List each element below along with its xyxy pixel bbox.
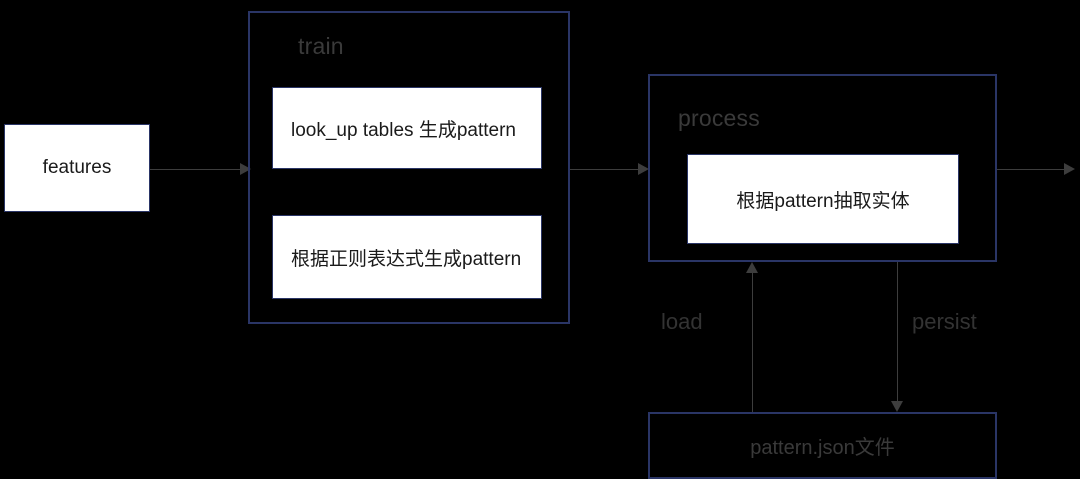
node-pattern-json-file-label: pattern.json文件	[750, 437, 895, 459]
edge-persist-arrowhead	[891, 401, 903, 412]
edge-train-to-process-line	[570, 169, 640, 170]
node-features[interactable]: features	[4, 124, 150, 212]
edge-load-arrowhead	[746, 262, 758, 273]
node-features-label: features	[42, 157, 112, 178]
node-pattern-json-file[interactable]: pattern.json文件	[648, 412, 997, 479]
edge-persist-line	[897, 262, 898, 402]
edge-train-to-process-arrowhead	[638, 163, 649, 175]
node-extract-entity-label: 根据pattern抽取实体	[736, 190, 910, 212]
node-extract-entity[interactable]: 根据pattern抽取实体	[687, 154, 959, 244]
edge-features-to-train-line	[150, 169, 242, 170]
node-lookup-tables[interactable]: look_up tables 生成pattern	[272, 87, 542, 169]
group-process[interactable]: process 根据pattern抽取实体	[648, 74, 997, 262]
edge-process-to-output-line	[997, 169, 1067, 170]
edge-process-to-output-arrowhead	[1064, 163, 1075, 175]
edge-load-line	[752, 272, 753, 412]
edge-features-to-train-arrowhead	[240, 163, 251, 175]
node-regex-pattern[interactable]: 根据正则表达式生成pattern	[272, 215, 542, 299]
group-train[interactable]: train look_up tables 生成pattern 根据正则表达式生成…	[248, 11, 570, 324]
edge-persist-label: persist	[912, 309, 977, 334]
node-regex-pattern-label: 根据正则表达式生成pattern	[291, 248, 522, 270]
group-train-label: train	[298, 33, 344, 59]
node-lookup-tables-label: look_up tables 生成pattern	[291, 119, 516, 141]
edge-load-label: load	[661, 309, 703, 334]
group-process-label: process	[678, 105, 760, 131]
